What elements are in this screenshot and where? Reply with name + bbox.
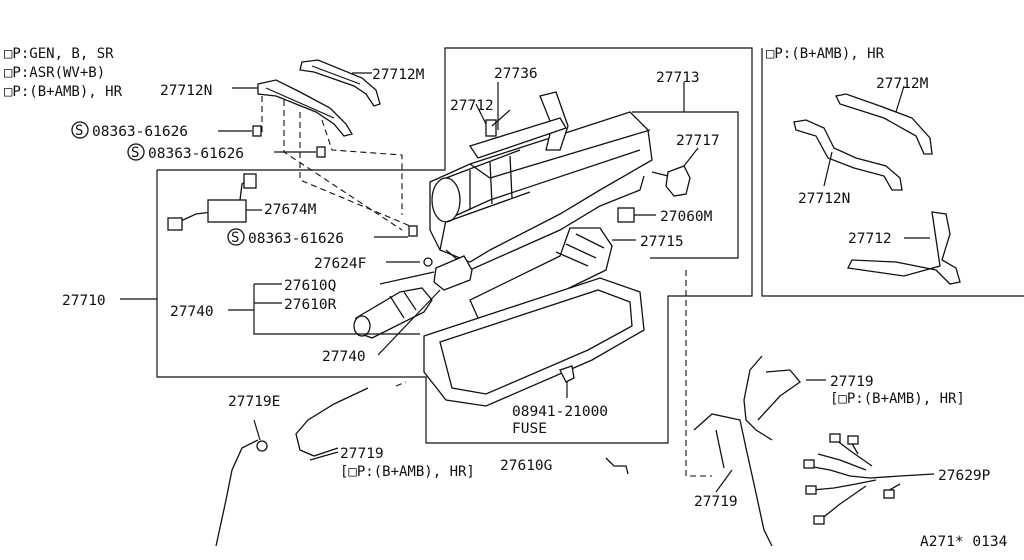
right-bracket-27712	[847, 211, 961, 285]
label-right-27712N: 27712N	[798, 191, 850, 207]
label-27060M: 27060M	[660, 209, 713, 225]
hose-27719-left	[215, 387, 369, 547]
harness-27629P	[803, 433, 935, 525]
note-gen-b-sr: □P:GEN, B, SR	[4, 46, 114, 62]
note-asr: □P:ASR(WV+B)	[4, 65, 105, 81]
duct-27740	[353, 287, 433, 339]
label-27712N: 27712N	[160, 83, 212, 99]
label-27740-a: 27740	[170, 304, 214, 320]
right-bracket-27712M	[835, 85, 933, 155]
hose-27719-right	[693, 355, 801, 547]
label-27624F: 27624F	[314, 256, 366, 272]
pin-27624F	[386, 257, 433, 267]
s-letter-1: S	[75, 123, 83, 139]
label-27713: 27713	[656, 70, 700, 86]
label-27610G: 27610G	[500, 458, 552, 474]
label-27719-left: 27719	[340, 446, 384, 462]
clip-27610G	[605, 457, 629, 475]
screw-1	[218, 125, 262, 137]
note-right-b-amb-hr: □P:(B+AMB), HR	[766, 46, 885, 62]
label-27712M: 27712M	[372, 67, 425, 83]
s-symbol-3	[227, 228, 245, 246]
actuator-assembly	[429, 91, 653, 271]
label-27674M: 27674M	[264, 202, 317, 218]
s-symbol-2	[127, 143, 145, 161]
relay-27717	[651, 147, 699, 197]
right-bracket-27712N	[793, 119, 903, 191]
component-27060M	[617, 207, 656, 223]
label-27719-right: 27719	[830, 374, 874, 390]
label-27712: 27712	[450, 98, 494, 114]
label-27719-bottom: 27719	[694, 494, 738, 510]
label-27719E: 27719E	[228, 394, 280, 410]
harness-27674M	[167, 173, 262, 231]
label-27719-right-note: [□P:(B+AMB), HR]	[830, 391, 965, 407]
note-b-amb-hr: □P:(B+AMB), HR	[4, 84, 123, 100]
fuse-part	[559, 365, 575, 398]
bracket-27712M-part	[299, 59, 381, 107]
frame-lines	[156, 47, 1024, 444]
s-symbol-1	[71, 121, 89, 139]
diagram-code: A271* 0134	[920, 534, 1008, 550]
label-right-27712M: 27712M	[876, 76, 929, 92]
hose-27610Q	[379, 255, 473, 291]
label-fuse: FUSE	[512, 421, 547, 437]
label-screw-2: 08363-61626	[148, 146, 244, 162]
bracket-27712N-part	[257, 79, 354, 137]
s-letter-3: S	[231, 230, 239, 246]
screw-3	[374, 225, 418, 238]
label-27717: 27717	[676, 133, 720, 149]
label-27610R: 27610R	[284, 297, 337, 313]
label-27719-left-note: [□P:(B+AMB), HR]	[340, 464, 475, 480]
screw-2	[274, 146, 326, 158]
label-screw-3: 08363-61626	[248, 231, 344, 247]
label-27629P: 27629P	[938, 468, 991, 484]
label-27736: 27736	[494, 66, 538, 82]
label-27715: 27715	[640, 234, 684, 250]
s-letter-2: S	[131, 145, 139, 161]
label-right-27712: 27712	[848, 231, 892, 247]
lower-tray	[423, 277, 645, 407]
label-27740-b: 27740	[322, 349, 366, 365]
label-27610Q: 27610Q	[284, 278, 336, 294]
label-screw-1: 08363-61626	[92, 124, 188, 140]
label-08941-21000: 08941-21000	[512, 404, 608, 420]
label-27710: 27710	[62, 293, 106, 309]
